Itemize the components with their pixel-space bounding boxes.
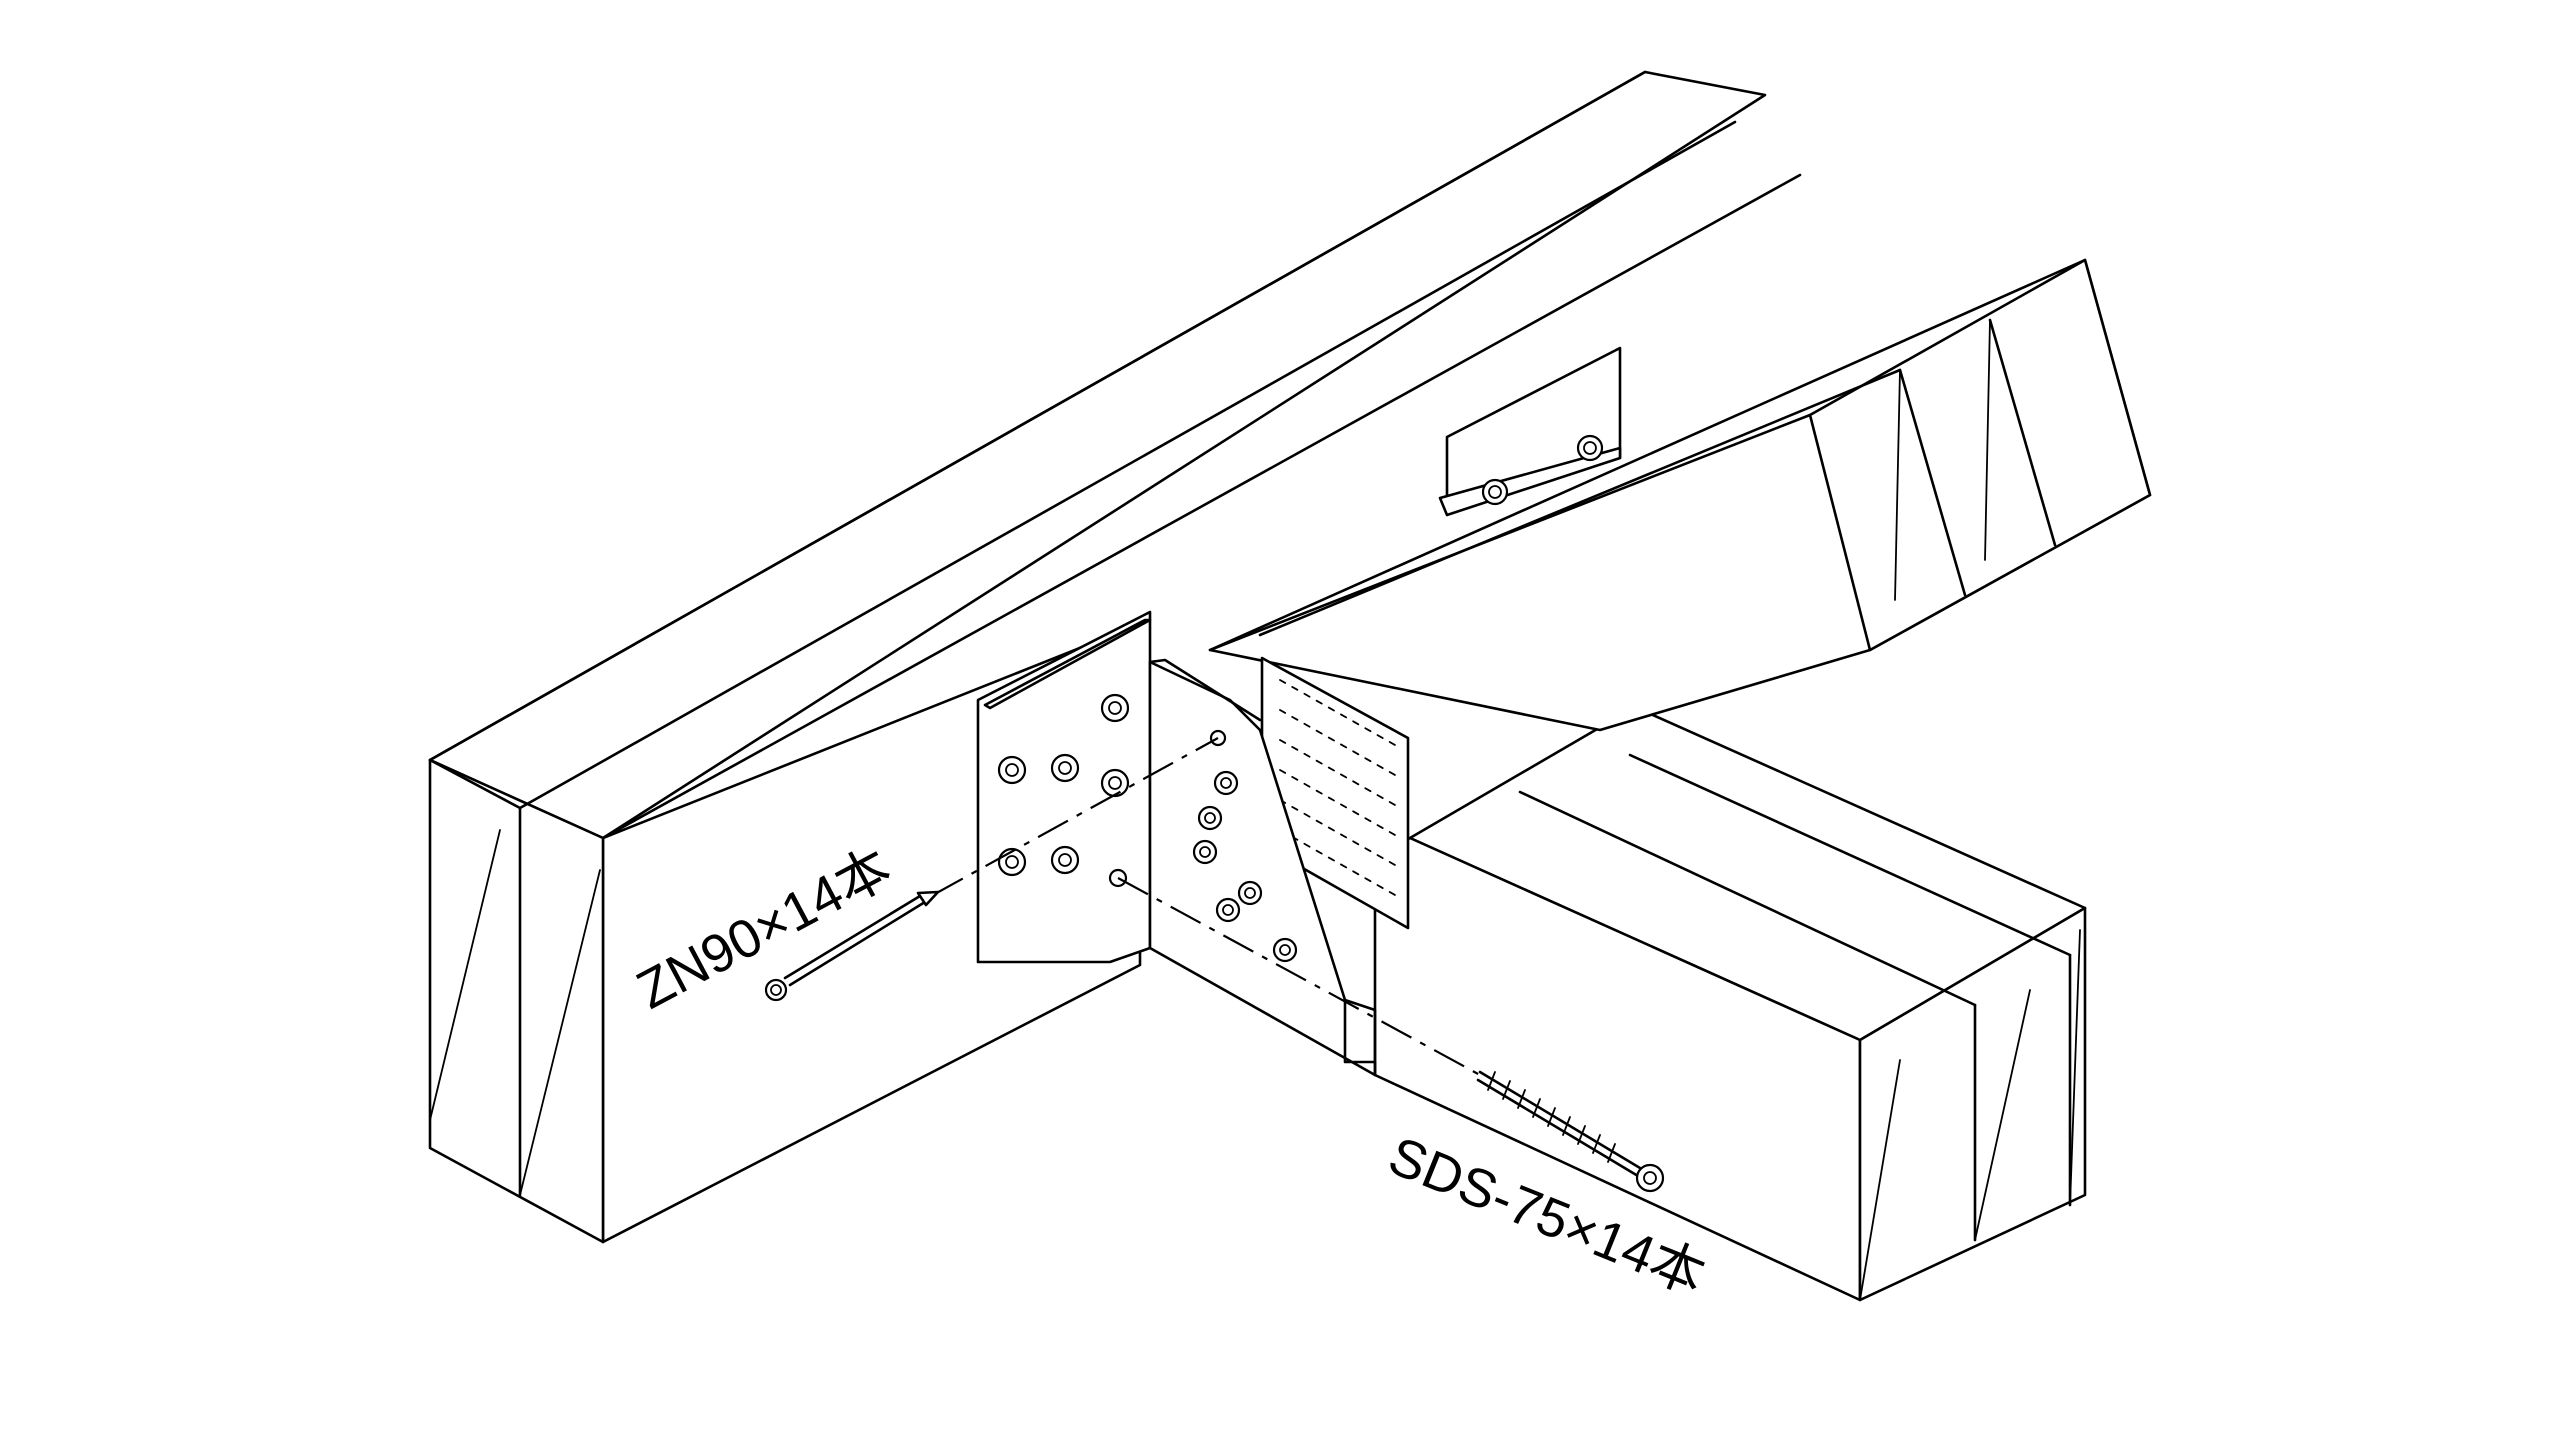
front-plate-holes (997, 693, 1130, 877)
connector-side-gusset (1148, 660, 1377, 1077)
gusset-holes (1108, 729, 1298, 963)
main-beam-edge-2 (518, 120, 1737, 810)
secondary-beam-end-face (1858, 906, 2087, 1302)
main-beam-edge-1 (428, 70, 1647, 762)
secondary-beam (1373, 705, 2087, 1302)
main-beam-edge-3 (601, 173, 1802, 840)
nail-zn90 (764, 737, 1219, 1002)
screw-sds75 (1117, 877, 1665, 1193)
connector-hardware (976, 610, 1377, 1077)
rafter-end-face (1808, 258, 2152, 652)
upper-rafter (1208, 258, 2152, 732)
upper-plate (1438, 346, 1622, 517)
main-beam-end-face (428, 758, 605, 1244)
